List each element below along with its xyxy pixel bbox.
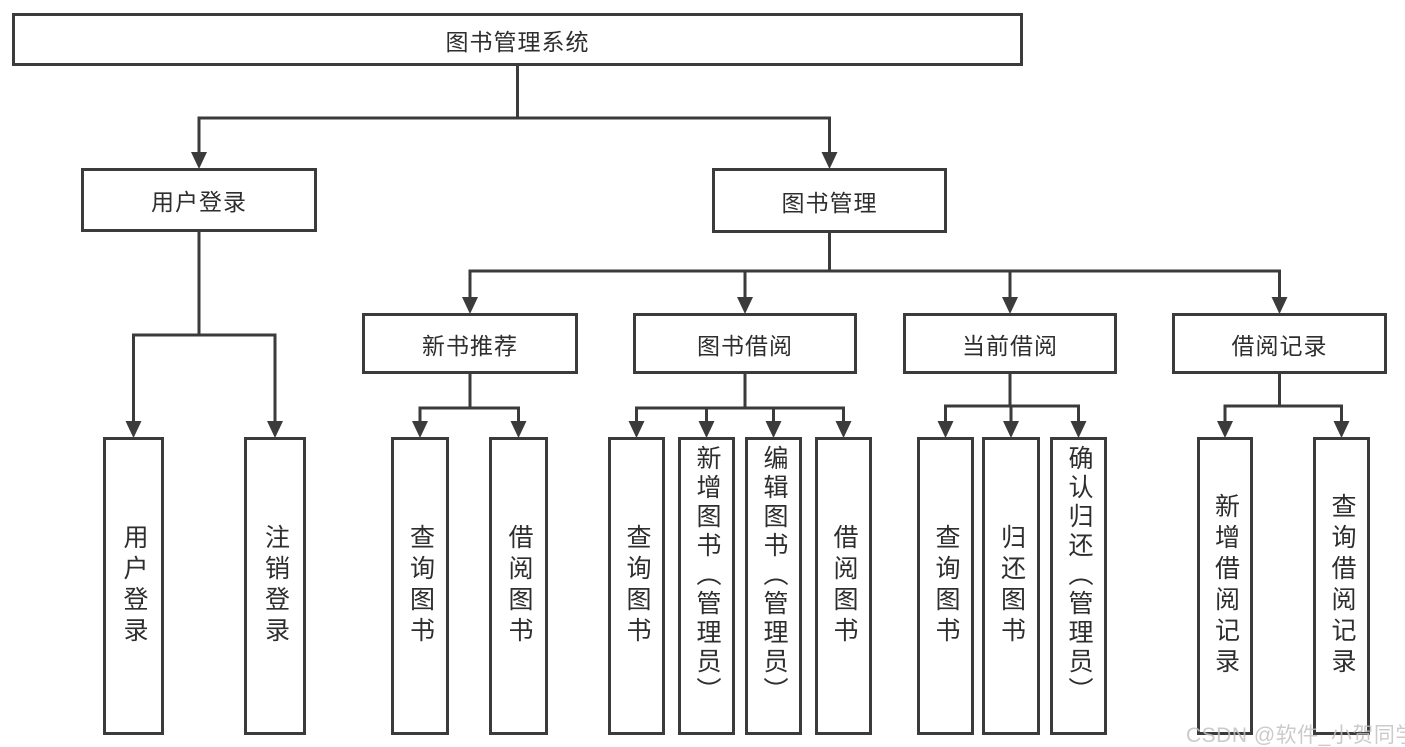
node-label-borrow: 图书借阅 bbox=[697, 332, 793, 359]
node-b-borrow: 借阅图书 bbox=[815, 437, 872, 735]
node-b-edit: 编辑图书（管理员） bbox=[745, 437, 802, 735]
arrowhead-icon bbox=[1271, 297, 1288, 314]
node-label-r-query: 查询借阅记录 bbox=[1328, 493, 1356, 679]
arrowhead-icon bbox=[765, 421, 782, 438]
node-borrow: 图书借阅 bbox=[633, 313, 857, 374]
node-label-r-add: 新增借阅记录 bbox=[1211, 493, 1240, 679]
node-label-current: 当前借阅 bbox=[962, 332, 1058, 359]
arrowhead-icon bbox=[510, 421, 527, 438]
node-ul-login: 用户登录 bbox=[103, 437, 164, 735]
arrowhead-icon bbox=[412, 421, 428, 438]
node-label-b-borrow: 借阅图书 bbox=[830, 524, 858, 648]
node-c-return: 归还图书 bbox=[982, 437, 1040, 735]
arrowhead-icon bbox=[191, 152, 207, 169]
node-root: 图书管理系统 bbox=[12, 13, 1023, 66]
node-label-ul-login: 用户登录 bbox=[120, 524, 148, 648]
arrowhead-icon bbox=[628, 421, 645, 438]
node-current: 当前借阅 bbox=[903, 313, 1117, 374]
node-label-c-return: 归还图书 bbox=[997, 524, 1026, 648]
arrowhead-icon bbox=[737, 297, 753, 314]
node-label-user-login: 用户登录 bbox=[151, 189, 247, 215]
arrowhead-icon bbox=[125, 421, 142, 438]
arrowhead-icon bbox=[835, 421, 852, 438]
node-label-b-add: 新增图书（管理员） bbox=[693, 445, 721, 706]
arrowhead-icon bbox=[698, 421, 715, 438]
arrowhead-icon bbox=[462, 297, 478, 314]
node-records: 借阅记录 bbox=[1172, 313, 1387, 374]
node-r-query: 查询借阅记录 bbox=[1313, 437, 1370, 735]
node-book-mgmt: 图书管理 bbox=[712, 168, 947, 233]
node-nr-borrow: 借阅图书 bbox=[489, 437, 548, 735]
node-b-query: 查询图书 bbox=[608, 437, 665, 735]
node-label-nr-query: 查询图书 bbox=[406, 524, 435, 648]
node-ul-logout: 注销登录 bbox=[244, 437, 306, 735]
node-c-confirm: 确认归还（管理员） bbox=[1050, 437, 1107, 735]
arrowhead-icon bbox=[1003, 421, 1019, 438]
node-label-nr-borrow: 借阅图书 bbox=[505, 524, 533, 648]
node-label-new-rec: 新书推荐 bbox=[422, 332, 518, 359]
arrowhead-icon bbox=[1217, 421, 1233, 438]
arrowhead-icon bbox=[1070, 421, 1087, 438]
node-label-book-mgmt: 图书管理 bbox=[781, 189, 878, 216]
arrowhead-icon bbox=[1002, 297, 1018, 314]
arrowhead-icon bbox=[1333, 421, 1350, 438]
arrowhead-icon bbox=[267, 421, 283, 438]
watermark: CSDN @软件_小贺同学 bbox=[1186, 724, 1405, 747]
arrowhead-icon bbox=[821, 152, 838, 169]
node-r-add: 新增借阅记录 bbox=[1197, 437, 1253, 735]
node-c-query: 查询图书 bbox=[917, 437, 974, 735]
node-nr-query: 查询图书 bbox=[391, 437, 449, 735]
node-label-b-query: 查询图书 bbox=[623, 524, 651, 648]
arrowhead-icon bbox=[937, 421, 954, 438]
node-label-ul-logout: 注销登录 bbox=[261, 524, 290, 648]
node-b-add: 新增图书（管理员） bbox=[678, 437, 735, 735]
node-label-c-confirm: 确认归还（管理员） bbox=[1065, 445, 1093, 706]
node-label-root: 图书管理系统 bbox=[445, 28, 590, 55]
node-label-b-edit: 编辑图书（管理员） bbox=[760, 445, 788, 706]
node-label-records: 借阅记录 bbox=[1231, 332, 1328, 359]
node-user-login: 用户登录 bbox=[81, 168, 317, 232]
node-new-rec: 新书推荐 bbox=[362, 313, 578, 374]
node-label-c-query: 查询图书 bbox=[932, 524, 960, 648]
